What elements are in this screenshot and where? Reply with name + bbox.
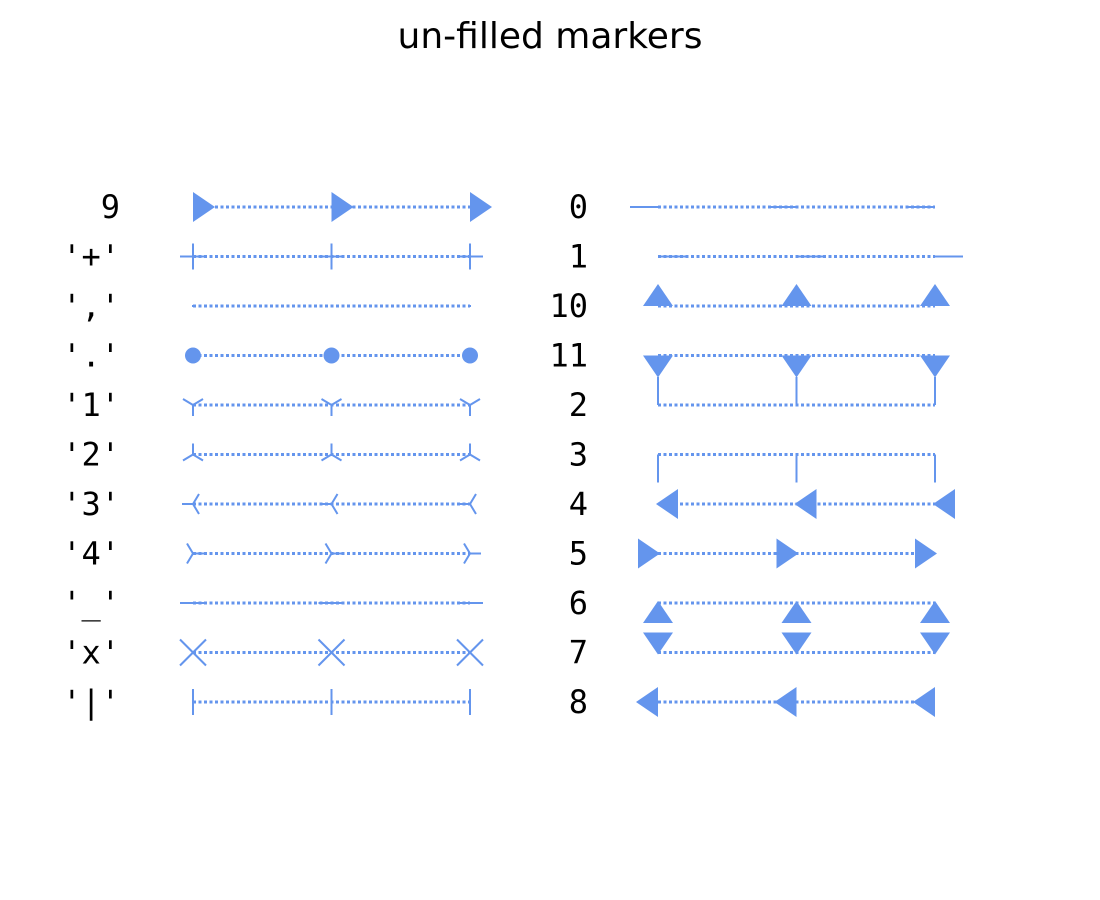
plot-area: 9 '+' ',' '.' '1' '2' '3' '4' '_' 'x' '|' 0 1 10 11 2 3 4… (62, 188, 963, 721)
marker-row-caretupbase: 10 (549, 284, 950, 325)
marker-row-point: '.' (62, 337, 478, 375)
marker-row-plus: '+' (62, 238, 483, 276)
marker-caretrightbase-1 (331, 192, 354, 222)
marker-caretleftbase-1 (774, 687, 797, 717)
marker-caretupbase-0 (643, 284, 673, 306)
marker-caretleft-0 (656, 489, 678, 519)
row-label-caretdown: 7 (569, 634, 588, 672)
marker-caretright-0 (638, 538, 660, 569)
marker-caretleft-1 (794, 489, 817, 519)
marker-pixel-2 (469, 305, 471, 307)
row-label-tri_left: '3' (62, 485, 120, 523)
marker-plus-0 (180, 243, 206, 270)
marker-point-2 (462, 347, 478, 364)
row-label-caretright: 5 (569, 535, 588, 573)
marker-tri_down-2 (459, 398, 481, 416)
marker-caretupbase-1 (781, 284, 812, 306)
marker-caretup-0 (643, 601, 673, 623)
marker-pixel-0 (192, 305, 194, 307)
marker-row-tickleft: 0 (569, 188, 935, 226)
row-label-point: '.' (62, 337, 120, 375)
marker-row-caretrightbase: 9 (101, 188, 492, 226)
marker-caretdownbase-1 (781, 355, 812, 378)
marker-caretleftbase-2 (913, 687, 935, 717)
marker-tri_right-2 (463, 542, 481, 565)
marker-row-tri_up: '2' (62, 436, 481, 474)
marker-row-caretleftbase: 8 (569, 683, 935, 721)
marker-tri_left-1 (320, 493, 339, 515)
marker-row-caretdown: 7 (569, 632, 950, 672)
row-label-caretup: 6 (569, 584, 588, 622)
marker-row-caretright: 5 (569, 535, 937, 573)
marker-plus-2 (457, 243, 483, 270)
marker-row-tickright: 1 (569, 238, 963, 276)
marker-plus-1 (318, 243, 345, 270)
row-label-hline: '_' (62, 584, 120, 622)
marker-caretdownbase-2 (920, 355, 950, 378)
marker-tri_up-0 (182, 443, 204, 462)
marker-caretdown-2 (920, 632, 950, 655)
row-label-plus: '+' (62, 238, 120, 276)
marker-tri_down-1 (320, 398, 343, 416)
marker-caretdown-1 (781, 632, 812, 655)
marker-tri_right-1 (324, 542, 343, 565)
row-label-tickright: 1 (569, 238, 588, 276)
row-label-x: 'x' (62, 634, 120, 672)
marker-caretleftbase-0 (636, 687, 658, 717)
row-label-tri_up: '2' (62, 436, 120, 474)
marker-caretleft-2 (933, 489, 955, 519)
marker-tri_up-1 (320, 443, 343, 462)
marker-caretup-2 (920, 601, 950, 623)
marker-x-2 (456, 638, 484, 667)
marker-row-x: 'x' (62, 634, 484, 672)
marker-pixel-1 (330, 305, 333, 307)
marker-row-hline: '_' (62, 584, 483, 622)
row-label-pixel: ',' (62, 287, 120, 325)
row-label-caretrightbase: 9 (101, 188, 120, 226)
row-label-tickup: 2 (569, 386, 588, 424)
marker-tri_left-0 (182, 493, 200, 515)
marker-x-0 (179, 638, 207, 667)
marker-row-vline: '|' (62, 683, 471, 721)
marker-row-caretdownbase: 11 (549, 337, 950, 378)
row-label-tri_down: '1' (62, 386, 120, 424)
marker-row-caretleft: 4 (569, 485, 955, 523)
row-label-caretleft: 4 (569, 485, 588, 523)
chart-title: un-filled markers (398, 16, 703, 57)
marker-x-1 (317, 638, 346, 667)
marker-row-caretup: 6 (569, 584, 950, 623)
marker-row-tickup: 2 (569, 377, 936, 424)
marker-row-pixel: ',' (62, 287, 471, 325)
row-label-tickleft: 0 (569, 188, 588, 226)
row-label-tickdown: 3 (569, 436, 588, 474)
marker-caretright-1 (776, 538, 799, 569)
marker-row-tri_right: '4' (62, 535, 481, 573)
marker-caretdown-0 (643, 632, 673, 655)
marker-row-tickdown: 3 (569, 436, 936, 483)
marker-point-1 (323, 347, 340, 364)
row-label-tri_right: '4' (62, 535, 120, 573)
marker-row-tri_left: '3' (62, 485, 477, 523)
row-label-caretleftbase: 8 (569, 683, 588, 721)
marker-tri_left-2 (459, 493, 477, 515)
marker-caretright-2 (915, 538, 937, 569)
marker-caretupbase-2 (920, 284, 950, 306)
marker-caretdownbase-0 (643, 355, 673, 378)
marker-tri_right-0 (186, 542, 204, 565)
row-label-caretupbase: 10 (549, 287, 588, 325)
marker-point-0 (185, 347, 201, 364)
marker-caretrightbase-2 (470, 192, 492, 222)
marker-caretup-1 (781, 601, 812, 623)
marker-row-tri_down: '1' (62, 386, 481, 424)
marker-tri_down-0 (182, 398, 204, 416)
row-label-caretdownbase: 11 (549, 337, 588, 375)
marker-caretrightbase-0 (193, 192, 215, 222)
marker-tri_up-2 (459, 443, 481, 462)
row-label-vline: '|' (62, 683, 120, 721)
